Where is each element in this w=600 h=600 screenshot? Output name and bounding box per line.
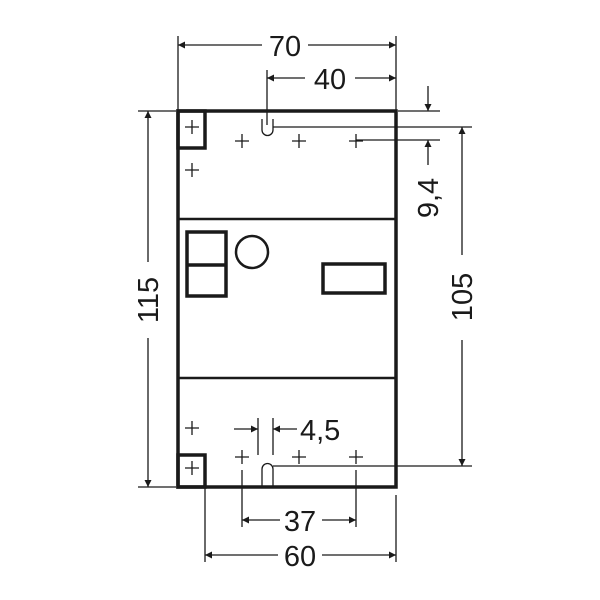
dimension-label: 70	[269, 31, 301, 63]
indicator-circle	[234, 234, 270, 270]
cross-mark	[292, 134, 306, 148]
dimension-label: 40	[314, 64, 346, 96]
bottom-left-terminal	[176, 453, 207, 489]
dimension-label: 4,5	[300, 415, 340, 447]
dimension-37: 37	[241, 470, 357, 538]
dimension-label: 60	[284, 541, 316, 573]
cross-mark	[235, 134, 249, 148]
dimension-label: 115	[133, 277, 165, 323]
cross-mark	[292, 450, 306, 464]
dimension-label: 9,4	[413, 178, 445, 218]
dimension-70: 70	[177, 31, 397, 111]
label-window	[321, 262, 387, 295]
screw-crosses	[185, 120, 363, 475]
cross-mark	[185, 421, 199, 435]
dimension-105: 105	[273, 126, 479, 467]
cross-mark	[235, 450, 249, 464]
top-mounting-hole	[261, 119, 274, 137]
dimension-9-4: 9,4	[356, 86, 445, 218]
dimension-label: 105	[447, 273, 479, 321]
bottom-mounting-hole	[261, 462, 274, 487]
cross-mark	[185, 461, 199, 475]
dimension-40: 40	[266, 64, 396, 125]
cross-mark	[185, 163, 199, 177]
top-left-terminal	[176, 109, 207, 150]
dimension-115: 115	[133, 110, 176, 488]
outer-outline	[176, 109, 398, 489]
cross-mark	[349, 134, 363, 148]
dimension-60: 60	[204, 487, 397, 573]
dimension-label: 37	[284, 506, 316, 538]
cross-mark	[185, 120, 199, 134]
device-body	[176, 109, 398, 489]
dimension-4-5: 4,5	[234, 415, 340, 455]
cross-mark	[349, 450, 363, 464]
